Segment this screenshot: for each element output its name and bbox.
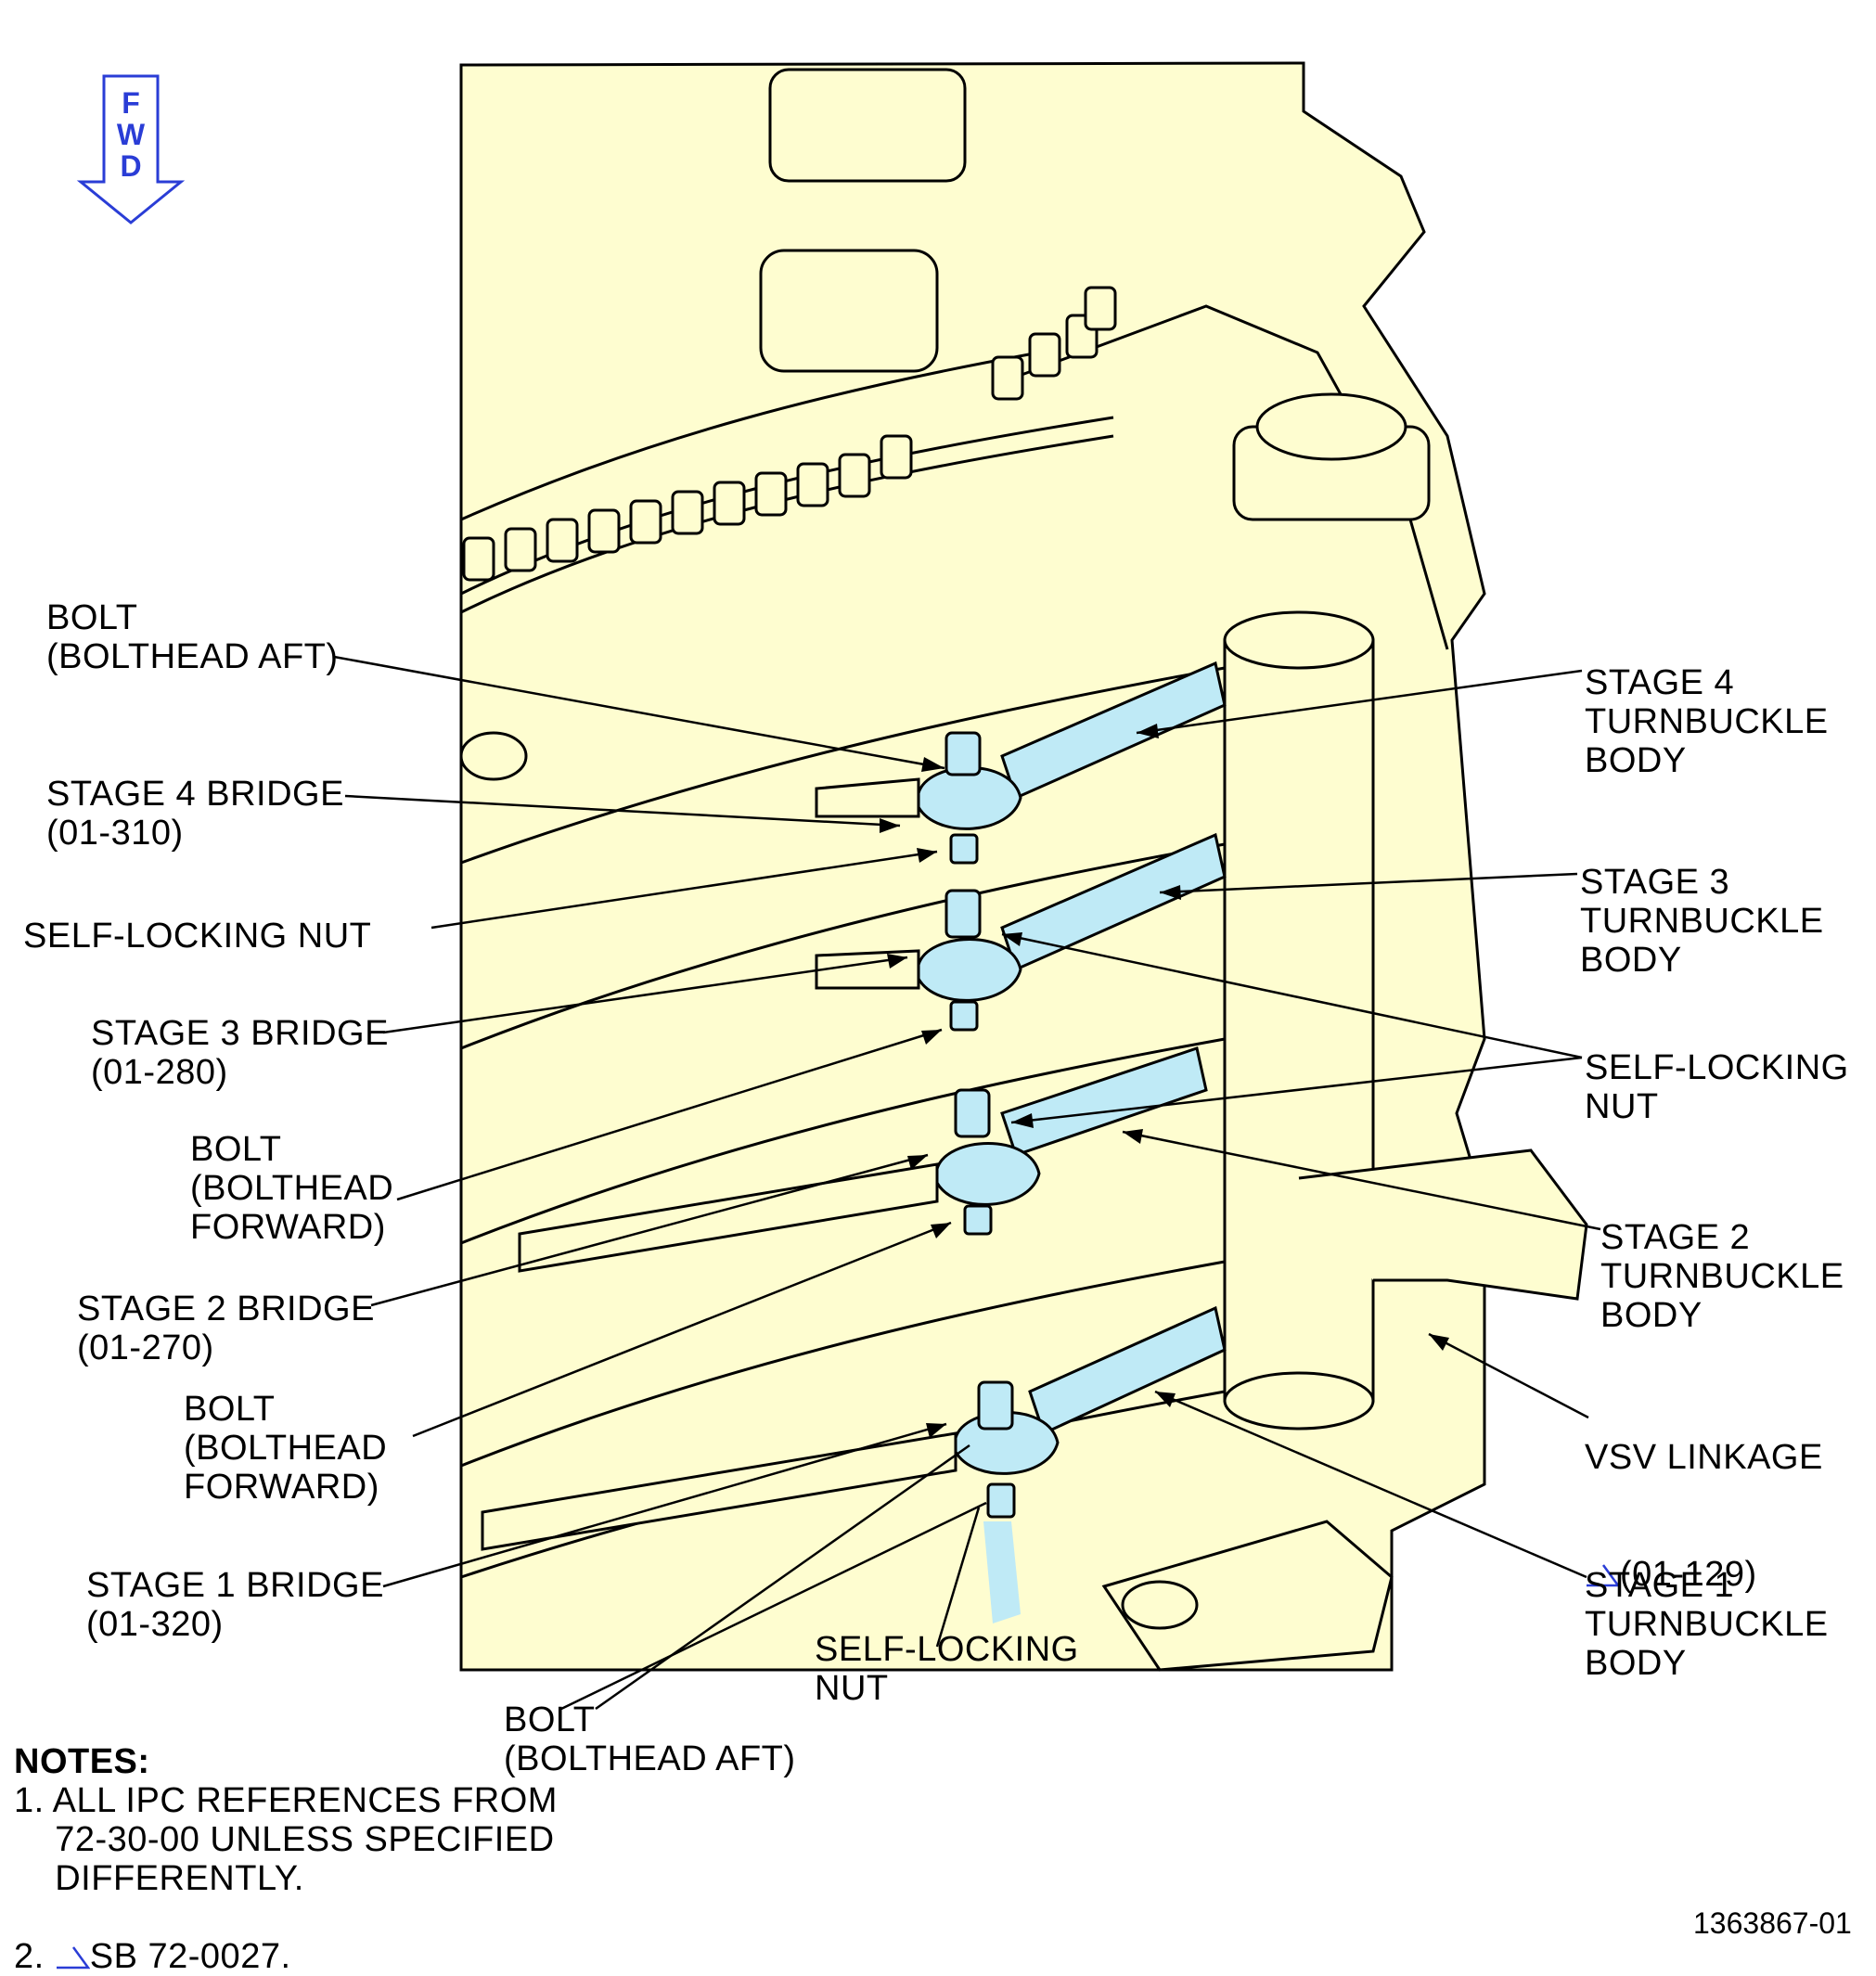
self-locking-nut-right-label: SELF-LOCKING NUT (1585, 1048, 1849, 1126)
vsv-linkage-ipc-ref: (01-129) (1620, 1555, 1757, 1594)
fwd-letter-w: W (117, 118, 146, 151)
stage-3-bridge-label: STAGE 3 BRIDGE (01-280) (91, 1014, 389, 1092)
stage-2-assembly (518, 1046, 1208, 1273)
notes-title: NOTES: (14, 1742, 150, 1781)
fwd-letter-f: F (122, 86, 140, 120)
bolt-bolthead-aft-bottom-label: BOLT (BOLTHEAD AFT) (504, 1700, 796, 1778)
stage-1-bridge-label: STAGE 1 BRIDGE (01-320) (86, 1566, 384, 1644)
stage-1-assembly (481, 1305, 1227, 1623)
stage-2-turnbuckle-label: STAGE 2 TURNBUCKLE BODY (1600, 1218, 1844, 1335)
leader-lines (333, 655, 1601, 1711)
note-2: 2. SB 72-0027. (14, 1898, 291, 1976)
vsv-linkage-title: VSV LINKAGE (1585, 1438, 1823, 1477)
bolt-bolthead-forward-2-label: BOLT (BOLTHEAD FORWARD) (184, 1390, 388, 1507)
stage-4-assembly (815, 661, 1227, 865)
leader-arrowheads (880, 724, 1449, 1438)
note-2-number: 2. (14, 1937, 55, 1976)
stage-2-bridge-label: STAGE 2 BRIDGE (01-270) (77, 1290, 375, 1367)
bolt-bolthead-forward-1-label: BOLT (BOLTHEAD FORWARD) (190, 1130, 394, 1247)
fwd-arrow-icon: F W D (76, 74, 186, 225)
bolt-bolthead-aft-top-label: BOLT (BOLTHEAD AFT) (46, 598, 339, 676)
note-2-text: SB 72-0027. (89, 1937, 291, 1976)
note-1: 1. ALL IPC REFERENCES FROM 72-30-00 UNLE… (14, 1781, 558, 1898)
note-2-sb-icon (55, 1937, 91, 1976)
sb-reference-icon (1585, 1555, 1621, 1594)
figure-id: 1363867-01 (1693, 1906, 1852, 1940)
self-locking-nut-bottom-label: SELF-LOCKING NUT (815, 1630, 1079, 1708)
fwd-letter-d: D (120, 149, 141, 183)
self-locking-nut-left-label: SELF-LOCKING NUT (23, 917, 372, 956)
stage-1-turnbuckle-label: STAGE 1 TURNBUCKLE BODY (1585, 1566, 1829, 1683)
vsv-linkage-label: VSV LINKAGE (01-129) (1585, 1399, 1823, 1594)
stage-4-turnbuckle-label: STAGE 4 TURNBUCKLE BODY (1585, 663, 1829, 780)
stage-3-turnbuckle-label: STAGE 3 TURNBUCKLE BODY (1580, 863, 1824, 980)
stage-4-bridge-label: STAGE 4 BRIDGE (01-310) (46, 775, 344, 853)
case-bolt-heads (462, 286, 1117, 582)
compressor-case (459, 61, 1588, 1672)
